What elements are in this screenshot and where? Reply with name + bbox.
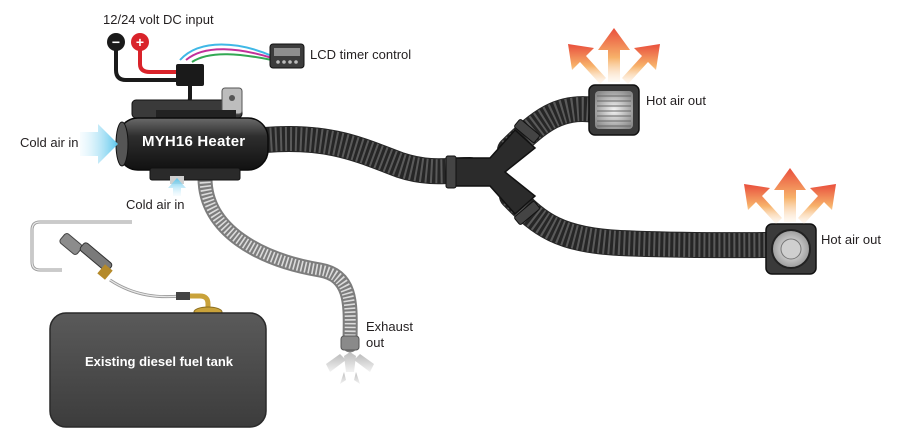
signal-wire-green — [191, 53, 273, 63]
exhaust-pipe — [199, 177, 356, 346]
lcd-timer-icon — [269, 43, 305, 69]
hot-air-outlet-label: Hot air out — [821, 232, 881, 247]
hot-air-outlet-label: Hot air out — [646, 93, 706, 108]
exhaust-tip — [340, 335, 360, 351]
fuel-line — [31, 221, 132, 271]
timer-label: LCD timer control — [310, 47, 412, 62]
exhaust-label: Exhaust out — [366, 319, 413, 350]
exhaust-smoke-icon — [326, 352, 374, 384]
air-duct-lower — [503, 187, 781, 258]
signal-wire-cyan — [179, 43, 273, 61]
cold-air-inlet-label: Cold air in — [20, 135, 79, 150]
fuel-tank — [49, 312, 267, 428]
cold-air-inlet-label: Cold air in — [126, 197, 185, 212]
power-wire-red — [138, 46, 180, 74]
hot-air-arrows-icon — [568, 28, 660, 84]
y-splitter — [445, 119, 540, 225]
fuel-pump-icon — [59, 233, 113, 280]
positive-terminal-symbol: + — [136, 34, 144, 50]
cold-air-arrow-icon — [168, 178, 186, 196]
heater-name-label: MYH16 Heater — [142, 133, 246, 150]
wiring-junction-box — [176, 64, 204, 86]
positive-terminal-icon: + — [131, 33, 149, 51]
signal-wire-magenta — [185, 48, 273, 61]
negative-terminal-icon: − — [107, 33, 125, 51]
fuel-line — [109, 279, 181, 298]
dc-input-label: 12/24 volt DC input — [103, 12, 214, 27]
cold-air-arrow-icon — [80, 124, 118, 164]
power-wire-black — [114, 46, 178, 82]
negative-terminal-symbol: − — [112, 34, 120, 50]
hot-air-outlet-vent — [765, 223, 817, 275]
heater-unit — [115, 87, 269, 184]
hot-air-outlet-vent — [588, 84, 640, 136]
fuel-tank-label: Existing diesel fuel tank — [84, 354, 234, 369]
hot-air-arrows-icon — [744, 168, 836, 224]
